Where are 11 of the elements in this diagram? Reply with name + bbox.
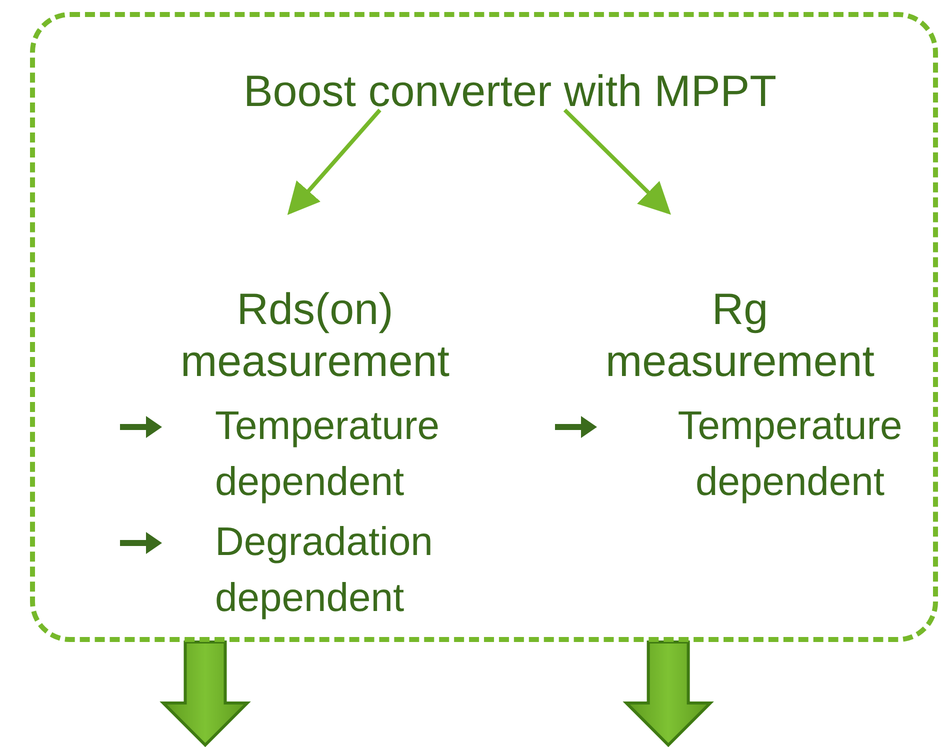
bullet-text: Degradation dependent [215, 519, 434, 622]
heading-text: Rds(on) measurement [179, 284, 450, 388]
arrow [563, 108, 671, 215]
title-text: Boost converter with MPPT [242, 66, 778, 118]
bullet-text: Temperature dependent [215, 403, 441, 506]
heading-text: Rg measurement [604, 284, 876, 388]
dashed-group-frame [30, 12, 938, 642]
bullet-text: Temperature dependent [676, 403, 904, 506]
block-arrow [160, 640, 251, 747]
arrow [287, 108, 382, 215]
block-arrow [622, 640, 714, 747]
